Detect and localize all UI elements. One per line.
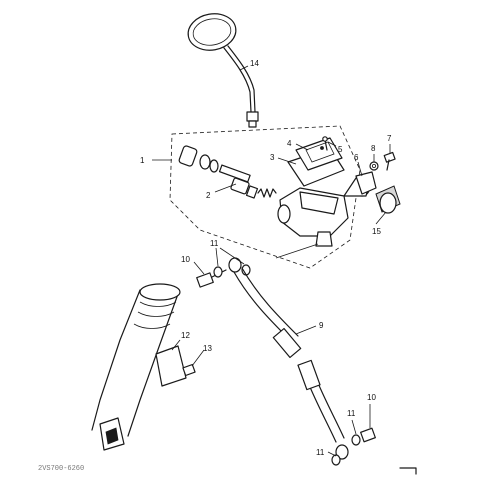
piston bbox=[230, 177, 250, 195]
callout-8: 8 bbox=[371, 144, 376, 153]
callout-6: 6 bbox=[354, 153, 359, 162]
banjo-eye-upper bbox=[228, 257, 242, 273]
piston-kit bbox=[178, 145, 277, 199]
clamp-cover-end bbox=[379, 192, 397, 214]
clamp-bracket bbox=[355, 171, 377, 195]
callout-2: 2 bbox=[206, 191, 211, 200]
screw-head bbox=[322, 136, 328, 142]
callout-11b: 11 bbox=[347, 409, 356, 418]
leader-4 bbox=[295, 143, 309, 151]
bolt-7-shank bbox=[386, 159, 390, 171]
leader-lines bbox=[152, 65, 391, 457]
push-rod bbox=[218, 164, 251, 183]
banjo-bolt-upper bbox=[196, 272, 214, 288]
leader-14 bbox=[239, 65, 249, 71]
callout-1: 1 bbox=[140, 156, 145, 165]
mirror-glass bbox=[192, 18, 232, 46]
fork-tube bbox=[91, 283, 196, 451]
bore-opening bbox=[277, 204, 291, 224]
fork-top-cap bbox=[139, 283, 181, 301]
cap-detail bbox=[305, 141, 335, 163]
leader-15 bbox=[375, 211, 387, 225]
leader-11b bbox=[351, 419, 357, 435]
piston-cup bbox=[245, 185, 259, 199]
spring bbox=[257, 188, 277, 198]
callout-9: 9 bbox=[319, 321, 324, 330]
callout-5: 5 bbox=[338, 145, 343, 154]
leader-11a bbox=[215, 247, 219, 267]
bracket-bolt-head bbox=[182, 363, 196, 377]
leader-hose-boundary bbox=[275, 243, 319, 259]
mirror-stem bbox=[223, 47, 252, 113]
reservoir-parts bbox=[287, 136, 345, 187]
clamp-hardware bbox=[355, 151, 401, 214]
cap-screw-hole bbox=[320, 146, 324, 150]
hose-fittings-upper bbox=[196, 257, 251, 288]
banjo-eye-lower bbox=[335, 444, 349, 460]
mirror-assembly bbox=[187, 13, 259, 128]
fork-rib-1 bbox=[139, 301, 177, 307]
callout-7: 7 bbox=[387, 134, 392, 143]
hose-fittings-lower bbox=[331, 427, 376, 466]
callout-10a: 10 bbox=[181, 255, 190, 264]
reservoir-cap bbox=[295, 137, 343, 171]
outlet-fitting bbox=[315, 231, 333, 247]
washer-lower-2 bbox=[331, 454, 341, 466]
callout-3: 3 bbox=[270, 153, 275, 162]
banjo-bolt-lower bbox=[360, 427, 376, 443]
leader-2 bbox=[214, 183, 237, 193]
leader-13 bbox=[191, 349, 205, 367]
leader-10a bbox=[193, 261, 205, 275]
leader-5 bbox=[327, 141, 337, 147]
hose-bracket bbox=[155, 345, 187, 387]
circlip bbox=[199, 154, 211, 170]
leader-11a2 bbox=[219, 247, 245, 265]
leader-12 bbox=[171, 339, 181, 351]
leader-3 bbox=[277, 157, 297, 165]
callout-11a: 11 bbox=[210, 239, 219, 248]
washer bbox=[209, 159, 219, 173]
hose-edge-right bbox=[241, 267, 299, 337]
callout-10b: 10 bbox=[367, 393, 376, 402]
mirror-stem-2 bbox=[227, 45, 256, 113]
diagram-code: 2VS700-6260 bbox=[38, 465, 84, 473]
callout-15: 15 bbox=[372, 227, 381, 236]
callout-12: 12 bbox=[181, 331, 190, 340]
fork-rib-2 bbox=[137, 311, 175, 317]
hose-sleeve-lower bbox=[297, 359, 321, 391]
fork-right-edge bbox=[127, 293, 179, 437]
leader-9 bbox=[295, 325, 317, 335]
brake-hose bbox=[233, 267, 345, 443]
washer-8 bbox=[369, 161, 379, 171]
hose-sleeve-upper bbox=[272, 327, 302, 359]
callout-13: 13 bbox=[203, 344, 212, 353]
washer-lower-1 bbox=[351, 434, 361, 446]
reservoir-well bbox=[299, 191, 339, 215]
fork-left-edge bbox=[91, 289, 141, 431]
washer-8-hole bbox=[371, 163, 376, 168]
mirror-base-nut bbox=[246, 111, 259, 122]
leader-6 bbox=[357, 161, 363, 177]
boot bbox=[178, 145, 198, 167]
callout-labels: 1 2 3 4 5 6 7 8 9 10 10 11 11 11 12 13 1… bbox=[140, 59, 392, 457]
leader-11c bbox=[327, 451, 337, 457]
washer-upper-1 bbox=[213, 266, 223, 278]
callout-14: 14 bbox=[250, 59, 259, 68]
master-cylinder-body bbox=[277, 175, 371, 247]
corner-mark bbox=[399, 467, 417, 475]
bolt-7-head bbox=[383, 151, 396, 163]
callout-4: 4 bbox=[287, 139, 292, 148]
callout-11c: 11 bbox=[316, 448, 325, 457]
fork-rib-3 bbox=[133, 323, 171, 329]
assembly-boundary bbox=[169, 125, 361, 269]
mirror-base-thread bbox=[248, 120, 257, 128]
guide-detail bbox=[105, 427, 119, 445]
